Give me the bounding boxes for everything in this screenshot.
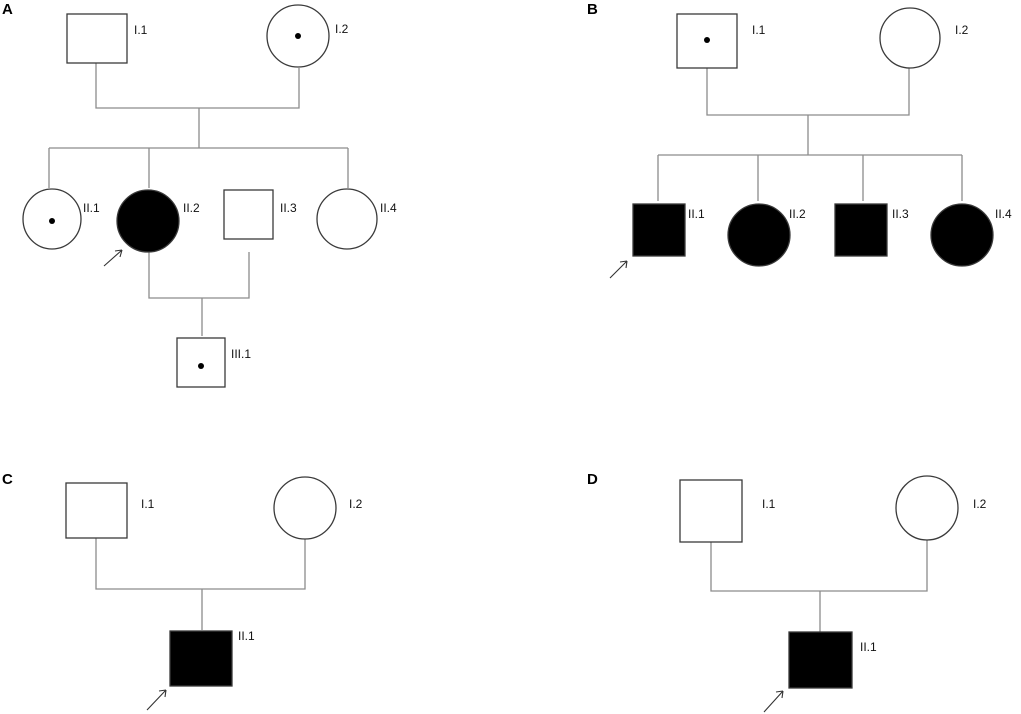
carrier-dot (295, 33, 301, 39)
mating-line (706, 68, 910, 116)
individual-label: II.1 (860, 640, 877, 654)
individual-label: I.2 (335, 22, 349, 36)
individual-label: I.1 (141, 497, 155, 511)
individual-male: I.1 (66, 13, 148, 64)
individual-male-affected-proband: II.1 (609, 203, 705, 279)
proband-arrow-icon (609, 260, 628, 279)
individual-label: II.2 (183, 201, 200, 215)
individual-male-carrier: III.1 (176, 337, 251, 388)
panel-d: D I.1 I.2 II.1 (587, 471, 987, 713)
individual-label: II.4 (380, 201, 397, 215)
carrier-dot (49, 218, 55, 224)
individual-female: I.2 (273, 476, 363, 540)
mating-line (95, 63, 300, 109)
panel-label-a: A (2, 1, 13, 18)
sibship-line (48, 147, 349, 188)
proband-arrow-icon (763, 690, 784, 713)
individual-female-carrier: II.1 (22, 188, 100, 250)
individual-label: II.4 (995, 207, 1012, 221)
panel-c: C I.1 I.2 II.1 (2, 471, 363, 711)
individual-label: II.2 (789, 207, 806, 221)
individual-female-affected: II.2 (727, 203, 806, 267)
individual-label: I.1 (752, 23, 766, 37)
mating-line (710, 540, 928, 592)
individual-label: I.2 (973, 497, 987, 511)
individual-label: III.1 (231, 347, 251, 361)
individual-female: II.4 (316, 188, 397, 250)
panel-a: A I.1 I.2 II.1 II.2 (2, 1, 397, 388)
panel-label-d: D (587, 471, 598, 488)
proband-arrow-icon (103, 249, 123, 267)
panel-label-b: B (587, 1, 598, 18)
proband-arrow-icon (146, 689, 167, 711)
individual-male: I.1 (679, 479, 776, 543)
individual-male: II.3 (223, 189, 297, 240)
individual-female-affected: II.4 (930, 203, 1012, 267)
individual-male-affected: II.3 (834, 203, 909, 257)
panel-label-c: C (2, 471, 13, 488)
individual-female: I.2 (895, 475, 987, 541)
individual-male: I.1 (65, 482, 155, 539)
carrier-dot (704, 37, 710, 43)
individual-female-carrier: I.2 (266, 4, 349, 68)
individual-label: II.3 (280, 201, 297, 215)
individual-label: II.1 (238, 629, 255, 643)
individual-female: I.2 (879, 7, 969, 69)
individual-label: I.1 (762, 497, 776, 511)
sibship-line (657, 154, 963, 201)
individual-male-carrier: I.1 (676, 13, 766, 69)
mating-line (95, 538, 306, 590)
individual-label: I.2 (955, 23, 969, 37)
individual-label: I.1 (134, 23, 148, 37)
panel-b: B I.1 I.2 II.1 II.2 II.3 (587, 1, 1012, 279)
carrier-dot (198, 363, 204, 369)
individual-female-affected-proband: II.2 (103, 189, 200, 267)
individual-male-affected-proband: II.1 (146, 629, 255, 711)
individual-male-affected-proband: II.1 (763, 631, 877, 713)
mating-line (148, 252, 250, 299)
individual-label: I.2 (349, 497, 363, 511)
individual-label: II.3 (892, 207, 909, 221)
individual-label: II.1 (83, 201, 100, 215)
individual-label: II.1 (688, 207, 705, 221)
